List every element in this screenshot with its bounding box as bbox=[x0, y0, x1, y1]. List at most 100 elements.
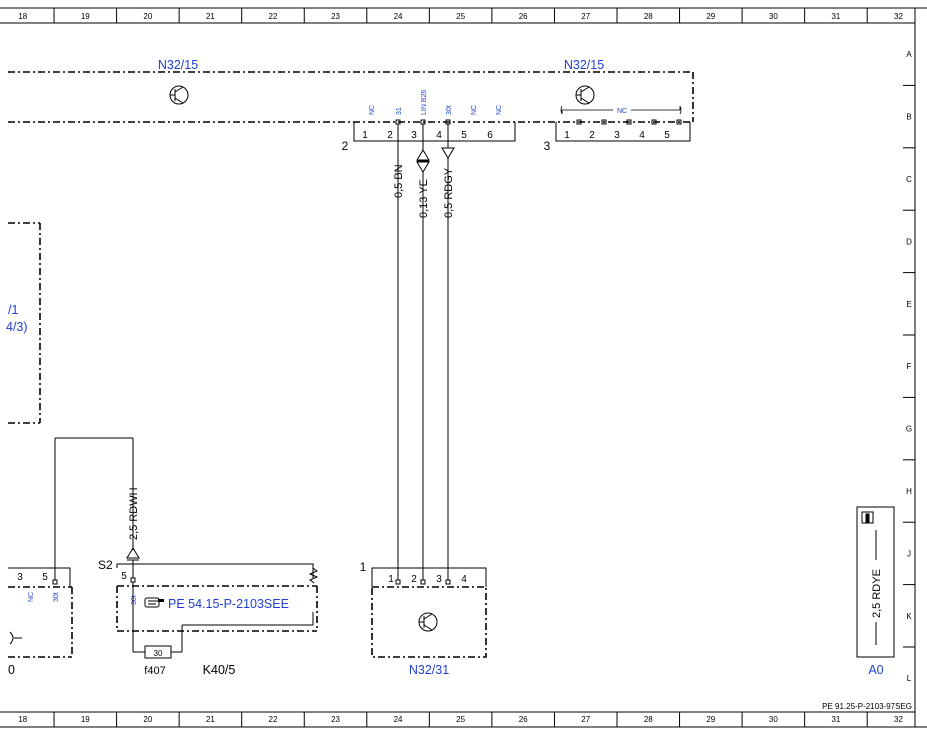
wire-label-rdgy: 0,5 RDGY bbox=[443, 167, 455, 218]
row-label: A bbox=[906, 50, 912, 59]
connector-3-label: 3 bbox=[544, 139, 551, 153]
wire-label-bn: 0,5 BN bbox=[393, 164, 405, 198]
wire-label-rdwh: 2,5 RDWH bbox=[128, 487, 140, 540]
document-id: PE 91.25-P-2103-97SEG bbox=[822, 702, 912, 711]
n32-31-label: N32/31 bbox=[409, 663, 449, 677]
pin-label: 3 bbox=[17, 572, 23, 583]
connector-2-pin-notes: NC 31 LIN B26 30t NC NC bbox=[369, 90, 503, 115]
column-label: 21 bbox=[206, 12, 215, 21]
column-label: 31 bbox=[831, 12, 840, 21]
partial-left-label: 0 bbox=[8, 663, 15, 677]
s2-pin-note: 30t bbox=[131, 595, 138, 605]
column-label: 20 bbox=[143, 715, 152, 724]
transistor-icon bbox=[575, 85, 595, 105]
column-label: 23 bbox=[331, 12, 340, 21]
column-label: 19 bbox=[81, 12, 90, 21]
column-label: 28 bbox=[644, 12, 653, 21]
column-ticks bbox=[53, 8, 868, 727]
row-label: G bbox=[906, 425, 912, 434]
row-label: J bbox=[907, 549, 911, 558]
column-label: 27 bbox=[581, 715, 590, 724]
column-label: 24 bbox=[394, 715, 403, 724]
pin-label: 4 bbox=[639, 130, 645, 141]
pin-label: 1 bbox=[564, 130, 570, 141]
pin-note: 30t bbox=[446, 105, 453, 115]
arrow-up-icon bbox=[126, 547, 140, 561]
pin-note: NC bbox=[496, 105, 503, 115]
column-label: 32 bbox=[894, 715, 903, 724]
connector-2: 2 1 2 3 4 5 6 NC 31 LIN B26 30t NC NC bbox=[342, 90, 516, 153]
row-label: C bbox=[906, 175, 912, 184]
pin-label: 3 bbox=[411, 130, 417, 141]
pin-label: 6 bbox=[487, 130, 493, 141]
row-ticks bbox=[903, 84, 915, 648]
pin-label: 4 bbox=[436, 130, 442, 141]
row-label: E bbox=[906, 300, 911, 309]
pin-note: LIN B26 bbox=[421, 90, 428, 115]
column-label: 22 bbox=[269, 715, 278, 724]
partial-ref-1: /1 bbox=[8, 303, 18, 317]
column-label: 26 bbox=[519, 12, 528, 21]
column-label: 29 bbox=[706, 715, 715, 724]
row-label: B bbox=[906, 113, 911, 122]
column-label: 19 bbox=[81, 715, 90, 724]
left-bottom-connector: 3 5 NC 30t bbox=[8, 567, 71, 602]
pin-note: 30t bbox=[53, 592, 60, 602]
arrow-down-icon bbox=[441, 147, 455, 159]
pin-label: 5 bbox=[42, 572, 48, 583]
pin-note: NC bbox=[28, 592, 35, 602]
column-label: 20 bbox=[143, 12, 152, 21]
n32-15-left-label: N32/15 bbox=[158, 58, 198, 72]
pin-label: 4 bbox=[461, 574, 467, 585]
connector-2-pins: 1 2 3 4 5 6 bbox=[362, 130, 493, 141]
bidirectional-arrow-icon bbox=[416, 149, 430, 173]
wire-rdwh bbox=[54, 437, 134, 580]
s2-label: S2 bbox=[98, 558, 113, 572]
pin-label: 3 bbox=[614, 130, 620, 141]
pin-note: NC bbox=[369, 105, 376, 115]
connector-2-label: 2 bbox=[342, 139, 349, 153]
column-label: 18 bbox=[18, 12, 27, 21]
fuse-label: f407 bbox=[144, 665, 165, 677]
column-label: 28 bbox=[644, 715, 653, 724]
column-label: 26 bbox=[519, 715, 528, 724]
frame bbox=[0, 7, 927, 728]
column-label: 30 bbox=[769, 12, 778, 21]
row-label: H bbox=[906, 487, 912, 496]
column-label: 25 bbox=[456, 12, 465, 21]
wire-label-rdye: 2,5 RDYE bbox=[871, 569, 883, 618]
connector-3-note: NC bbox=[617, 108, 627, 115]
n32-31-boundary bbox=[371, 586, 487, 658]
row-label: F bbox=[907, 362, 912, 371]
a0-label: A0 bbox=[868, 663, 883, 677]
left-component-boundary bbox=[8, 222, 41, 424]
pin-note: 31 bbox=[396, 107, 403, 115]
pin-label: 3 bbox=[436, 574, 442, 585]
n32-15-boundary bbox=[8, 71, 694, 123]
column-label: 25 bbox=[456, 715, 465, 724]
pin-label: 1 bbox=[362, 130, 368, 141]
wire-set bbox=[397, 124, 449, 580]
column-label: 30 bbox=[769, 715, 778, 724]
column-label: 31 bbox=[831, 715, 840, 724]
left-bottom-boundary bbox=[8, 586, 73, 658]
pin-label: 2 bbox=[411, 574, 417, 585]
hand-pointer-icon[interactable] bbox=[144, 597, 164, 608]
n32-31-connector: 1 1 2 3 4 bbox=[360, 560, 487, 587]
row-label: K bbox=[906, 612, 912, 621]
a0-component bbox=[856, 506, 895, 658]
k40-5-connector: S2 5 bbox=[98, 558, 319, 584]
n32-15-right-label: N32/15 bbox=[564, 58, 604, 72]
column-label: 29 bbox=[706, 12, 715, 21]
connector-1-label: 1 bbox=[360, 560, 367, 574]
fuse-f407 bbox=[132, 582, 314, 659]
column-label: 32 bbox=[894, 12, 903, 21]
column-label: 23 bbox=[331, 715, 340, 724]
k40-5-label: K40/5 bbox=[203, 663, 236, 677]
row-label: L bbox=[907, 674, 912, 683]
pe-reference-link[interactable]: PE 54.15-P-2103SEE bbox=[168, 597, 289, 611]
